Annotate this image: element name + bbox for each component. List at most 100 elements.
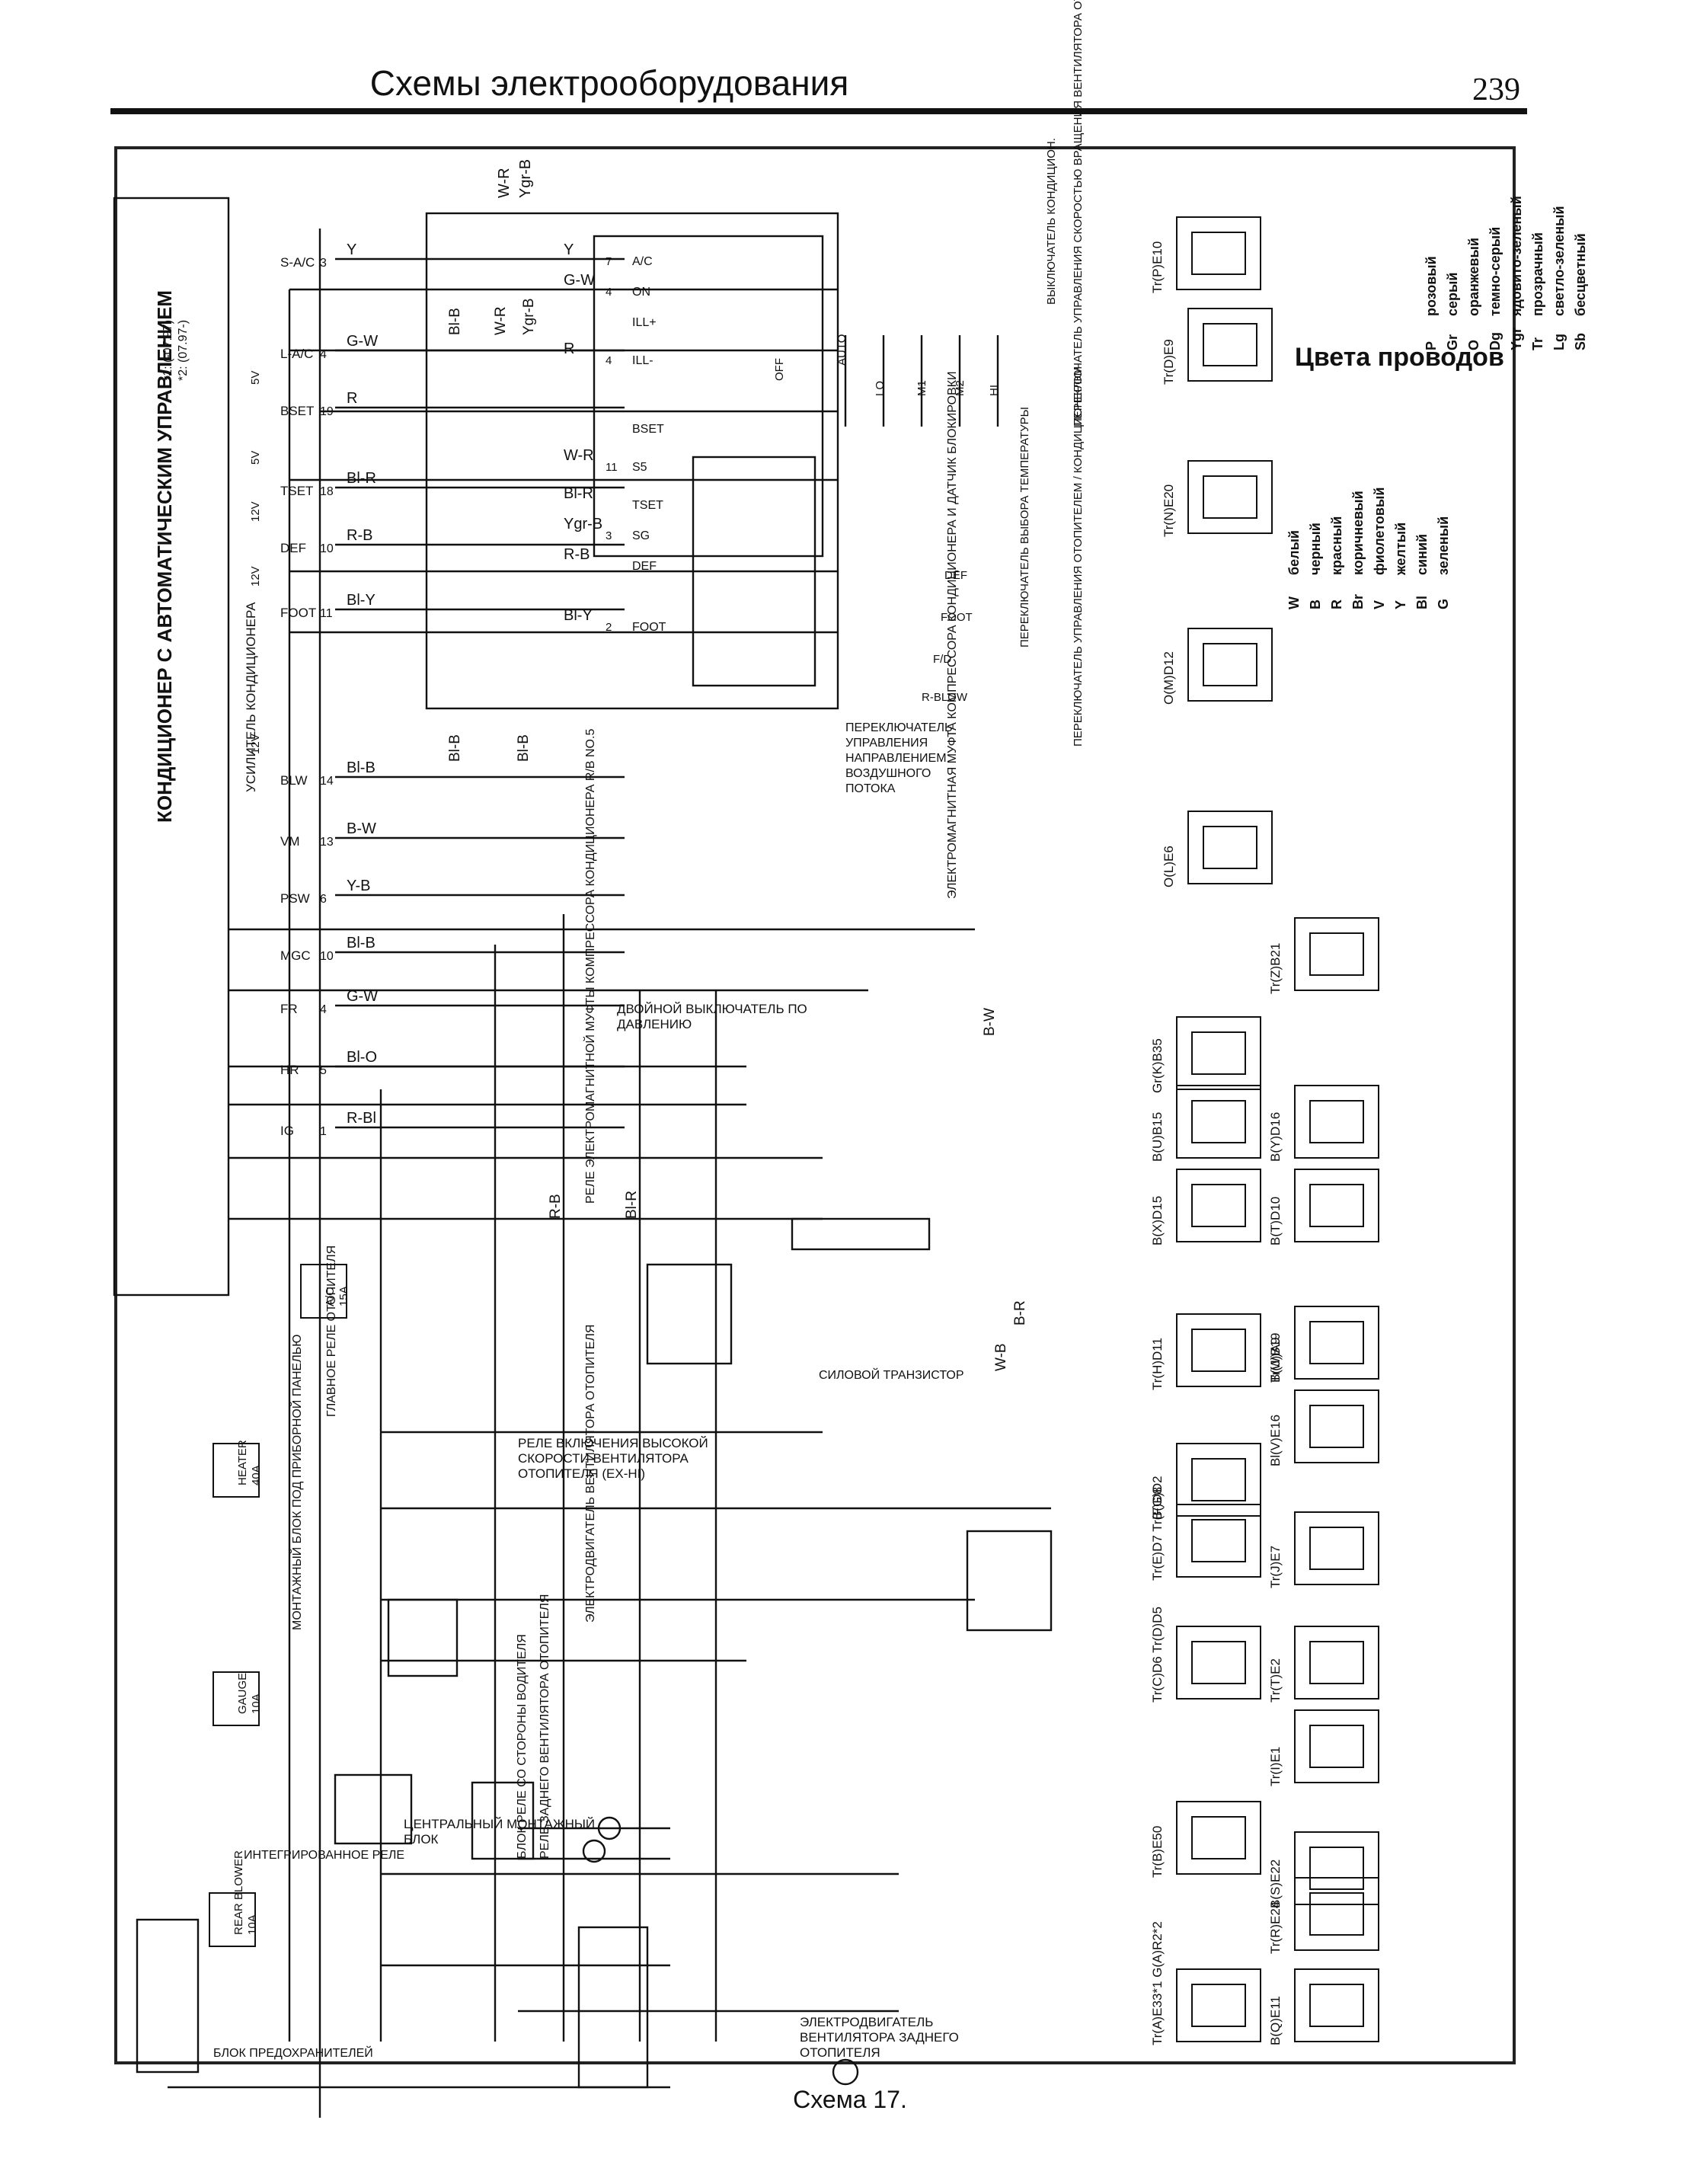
fuse-name: HEATER (236, 1440, 249, 1485)
component-label: ВЕНТИЛЯТОРА ЗАДНЕГО (800, 2030, 959, 2045)
connector-icon (1294, 1511, 1379, 1585)
amp-pin-label: DEF (280, 541, 306, 555)
switch-block-label: ВЫКЛЮЧАТЕЛЬ КОНДИЦИОН. (1045, 138, 1058, 305)
date-note-2: *2: (07.97-) (177, 320, 190, 381)
connector-icon (1191, 1641, 1246, 1684)
connector-label: Bl(V)E16 (1268, 1415, 1283, 1466)
connector-icons: Tr(P)E10Tr(D)E9Tr(N)E20O(M)D12O(L)E6Tr(J… (1150, 216, 1379, 2045)
amp-pin-wire: Bl-R (347, 470, 376, 487)
amp-pin-number: 18 (320, 485, 334, 498)
connector-label: B(U)B15 (1150, 1112, 1165, 1162)
connector-icon (1176, 1016, 1261, 1090)
panel-pin-number: 7 (606, 255, 612, 268)
control-panel-box (425, 212, 839, 710)
component-label: РЕЛЕ ЭЛЕКТРОМАГНИТНОЙ МУФТЫ КОМПРЕССОРА … (583, 729, 597, 1204)
panel-pin-label: ILL+ (632, 316, 657, 329)
panel-pin-wire: R (564, 341, 574, 357)
connector-icon (1191, 1519, 1246, 1562)
wire-color-name: серый (1445, 273, 1460, 316)
wire-color-code: B (1308, 600, 1323, 609)
wire-color-legend: WбелыйBчерныйRкрасныйBrкоричневыйVфиолет… (1286, 196, 1588, 609)
power-transistor-box (966, 1530, 1053, 1632)
connector-icon (1187, 460, 1273, 534)
component-label: ДВОЙНОЙ ВЫКЛЮЧАТЕЛЬ ПО (617, 1002, 807, 1016)
connector-icon (1203, 826, 1257, 869)
integrated-relay (334, 1773, 413, 1845)
page-header-title: Схемы электрооборудования (369, 63, 849, 103)
connector-label: Tr(C)D6 Tr(D)D5 (1150, 1607, 1165, 1703)
amp-pin-voltage: 12V (249, 501, 262, 522)
component-label: ИНТЕГРИРОВАННОЕ РЕЛЕ (244, 1849, 404, 1862)
connector-icon (1294, 1169, 1379, 1242)
amp-pin-wire: R-B (347, 527, 372, 544)
connector-icon (1191, 1100, 1246, 1143)
vertical-wire-label: B-R (1012, 1300, 1028, 1325)
amp-pin-wire: R-Bl (347, 1110, 376, 1127)
panel-pin-label: ON (632, 286, 650, 299)
main-heater-relay (387, 1598, 459, 1677)
panel-pin-wire: Bl-Y (564, 607, 593, 624)
fuse-name: REAR BLOWER (232, 1850, 245, 1935)
connector-label: B(X)D15 (1150, 1196, 1165, 1245)
fuse-box (212, 1443, 260, 1498)
component-label: ОТОПИТЕЛЯ (800, 2045, 880, 2060)
switch-block-label: ПЕРЕКЛЮЧАТЕЛЬ УПРАВЛЕНИЯ СКОРОСТЬЮ ВРАЩЕ… (1072, 0, 1085, 427)
wire-color-name: черный (1308, 523, 1323, 575)
vertical-wire-label: Bl-B (447, 734, 463, 762)
connector-icon (1309, 1892, 1364, 1936)
connector-label: B(Q)E11 (1268, 1996, 1283, 2045)
connector-icon (1294, 1626, 1379, 1700)
fuse-rating: 15A (337, 1286, 350, 1306)
amp-pin-wire: B-W (347, 820, 376, 837)
fuse-block (136, 1918, 200, 2074)
central-junction-block (471, 1781, 535, 1860)
connector-icon (1309, 1321, 1364, 1364)
header-rule (110, 108, 1527, 114)
connector-icon (1176, 1313, 1261, 1387)
diagram-title: КОНДИЦИОНЕР С АВТОМАТИЧЕСКИМ УПРАВЛЕНИЕМ (153, 290, 176, 823)
connector-icon (1309, 1984, 1364, 2027)
connector-icon (1176, 216, 1261, 290)
panel-pin-wire: R-B (564, 546, 590, 563)
connector-icon (1191, 1329, 1246, 1372)
amp-pin-voltage: 12V (249, 566, 262, 587)
switch-block-label: ПЕРЕКЛЮЧАТЕЛЬ УПРАВЛЕНИЯ ОТОПИТЕЛЕМ / КО… (1072, 366, 1085, 747)
panel-pin-wire: W-R (564, 447, 594, 464)
connector-label: B(S)E22 (1268, 1859, 1283, 1908)
component-label: РЕЛЕ ВКЛЮЧЕНИЯ ВЫСОКОЙ (518, 1436, 708, 1450)
panel-pin-label: DEF (632, 560, 657, 573)
switch-position-label: HI (988, 385, 1001, 396)
connector-label: Tr(N)E20 (1162, 484, 1176, 537)
connector-icon (1187, 308, 1273, 382)
amp-pin-wire: Y-B (347, 878, 371, 894)
component-labels: ДВОЙНОЙ ВЫКЛЮЧАТЕЛЬ ПОДАВЛЕНИЮЭЛЕКТРОМАГ… (213, 371, 964, 2060)
pressure-switch (791, 1217, 931, 1251)
connector-icon (1309, 1641, 1364, 1684)
driver-relay-block (577, 1926, 649, 2089)
amp-pin-label: FR (280, 1002, 298, 1016)
amp-pin-number: 4 (320, 348, 327, 361)
switch-position-label: F/D (933, 653, 951, 666)
connector-label: Tr(E)D7 Tr(F)D8 (1150, 1487, 1165, 1581)
amp-pin-number: 14 (320, 775, 334, 788)
panel-pin-label: SG (632, 529, 650, 542)
connector-label: Tr(I)E1 (1268, 1747, 1283, 1786)
switch-block-label: ПОТОКА (845, 782, 896, 795)
clutch-relay-box (646, 1263, 733, 1365)
switch-block-label: НАПРАВЛЕНИЕМ (845, 752, 947, 765)
connector-icon (1294, 1877, 1379, 1951)
wire-color-code: V (1372, 600, 1387, 609)
switch-position-label: LO (874, 381, 887, 396)
connector-icon (1176, 1801, 1261, 1875)
amp-pin-label: S-A/C (280, 255, 315, 270)
amp-pin-wire: Bl-B (347, 935, 375, 951)
wire-color-code: G (1436, 599, 1451, 609)
amp-pin-number: 10 (320, 950, 334, 963)
connector-label: Tr(R)E24 (1268, 1901, 1283, 1954)
wire-color-code: Dg (1488, 332, 1503, 350)
connector-icon (1187, 628, 1273, 702)
panel-pin-number: 2 (606, 621, 612, 634)
